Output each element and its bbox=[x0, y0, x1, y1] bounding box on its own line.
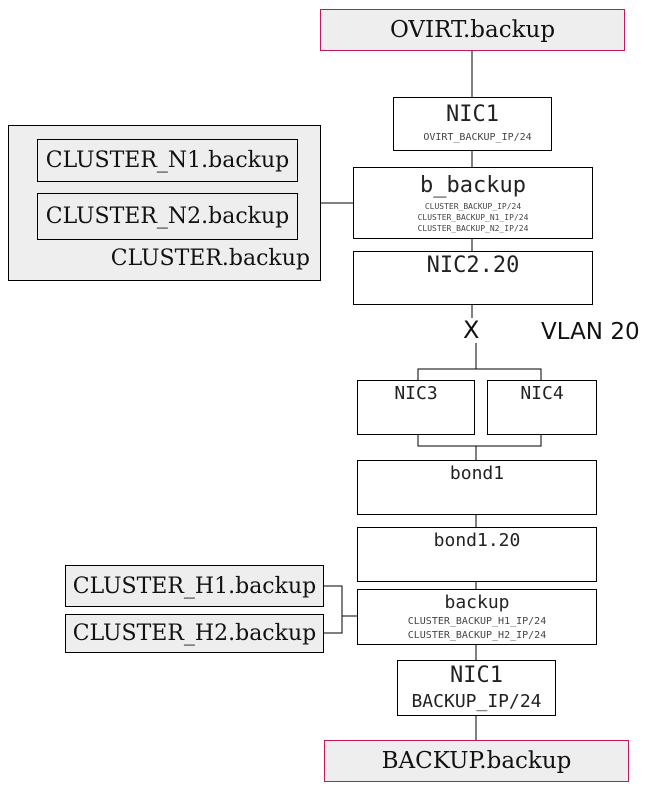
backup-title: backup bbox=[444, 592, 510, 613]
backup-box: backup CLUSTER_BACKUP_H1_IP/24 CLUSTER_B… bbox=[357, 589, 597, 645]
cluster-h2-box: CLUSTER_H2.backup bbox=[65, 614, 324, 653]
nic1-top-title: NIC1 bbox=[446, 102, 499, 127]
b-backup-line-1: CLUSTER_BACKUP_IP/24 bbox=[424, 202, 522, 211]
backup-host-box: BACKUP.backup bbox=[324, 740, 629, 782]
nic1-bottom-ip: BACKUP_IP/24 bbox=[411, 691, 542, 712]
nic1-top-ip: OVIRT_BACKUP_IP/24 bbox=[423, 132, 532, 143]
cluster-n2-box: CLUSTER_N2.backup bbox=[37, 193, 298, 240]
nic4-title: NIC4 bbox=[520, 383, 564, 404]
cluster-n1-label: CLUSTER_N1.backup bbox=[45, 148, 290, 173]
cluster-h2-label: CLUSTER_H2.backup bbox=[72, 621, 317, 646]
cluster-group-box: CLUSTER_N1.backup CLUSTER_N2.backup CLUS… bbox=[8, 125, 321, 281]
line-h1-backup bbox=[324, 585, 358, 617]
b-backup-line-3: CLUSTER_BACKUP_N2_IP/24 bbox=[417, 224, 529, 233]
cluster-h1-box: CLUSTER_H1.backup bbox=[65, 565, 324, 607]
cluster-n2-label: CLUSTER_N2.backup bbox=[45, 204, 290, 229]
backup-line-2: CLUSTER_BACKUP_H2_IP/24 bbox=[407, 630, 547, 641]
vlan-label: VLAN 20 bbox=[541, 319, 640, 345]
cluster-h1-label: CLUSTER_H1.backup bbox=[72, 573, 317, 599]
nic1-bottom-box: NIC1 BACKUP_IP/24 bbox=[397, 660, 556, 716]
b-backup-line-2: CLUSTER_BACKUP_N1_IP/24 bbox=[417, 213, 529, 222]
nic1-top-box: NIC1 OVIRT_BACKUP_IP/24 bbox=[393, 97, 552, 151]
nic3-box: NIC3 bbox=[357, 380, 475, 435]
nic3-title: NIC3 bbox=[394, 383, 438, 404]
b-backup-title: b_backup bbox=[420, 173, 526, 198]
nic1-bottom-title: NIC1 bbox=[450, 663, 503, 688]
bond1-20-box: bond1.20 bbox=[357, 527, 597, 582]
backup-line-1: CLUSTER_BACKUP_H1_IP/24 bbox=[407, 616, 547, 627]
b-backup-box: b_backup CLUSTER_BACKUP_IP/24 CLUSTER_BA… bbox=[353, 167, 593, 239]
cluster-n1-box: CLUSTER_N1.backup bbox=[37, 139, 298, 182]
line-h2-backup bbox=[324, 616, 343, 634]
bond1-20-title: bond1.20 bbox=[433, 530, 521, 551]
line-vlan-split bbox=[417, 368, 542, 380]
ovirt-host-label: OVIRT.backup bbox=[389, 17, 556, 43]
bond1-box: bond1 bbox=[357, 460, 597, 515]
nic2-20-title: NIC2.20 bbox=[426, 253, 520, 278]
cluster-group-label: CLUSTER.backup bbox=[110, 246, 310, 271]
bond1-title: bond1 bbox=[449, 463, 505, 484]
ovirt-host-box: OVIRT.backup bbox=[320, 9, 625, 51]
line-nics-join bbox=[417, 434, 542, 447]
backup-host-label: BACKUP.backup bbox=[381, 748, 572, 774]
nic4-box: NIC4 bbox=[487, 380, 597, 435]
nic2-20-box: NIC2.20 bbox=[353, 251, 593, 305]
vlan-marker: X bbox=[463, 316, 480, 344]
